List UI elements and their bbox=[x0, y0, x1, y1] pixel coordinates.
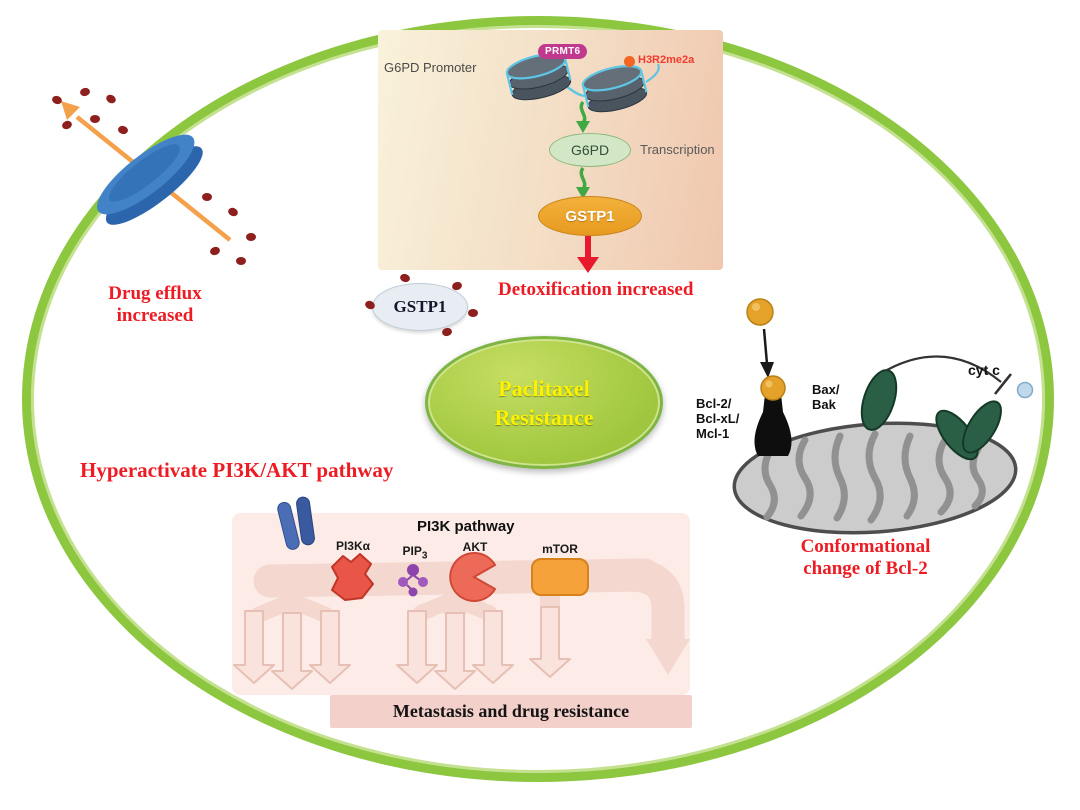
g6pd-promoter-label: G6PD Promoter bbox=[384, 60, 477, 75]
pi3k-pathway-panel: PI3K pathway PI3Kα PIP3 AKT mTOR bbox=[232, 513, 690, 695]
nucleosome-complex bbox=[505, 53, 660, 113]
gstp1-released-label: GSTP1 bbox=[393, 297, 447, 316]
transcription-panel: G6PD Promoter PRMT6 H3R2me2a bbox=[378, 30, 723, 273]
pip3-label-sub: 3 bbox=[421, 550, 428, 562]
gstp1-node-label: GSTP1 bbox=[565, 207, 615, 225]
detoxification-label: Detoxification increased bbox=[498, 279, 694, 300]
big-down-arrow-icon bbox=[646, 639, 690, 675]
mitochondrion-cristae bbox=[761, 430, 986, 524]
center-title-line1: Paclitaxel bbox=[498, 375, 590, 401]
pi3k-panel-title: PI3K pathway bbox=[417, 518, 515, 535]
bcl2-line2: Bcl-xL/ bbox=[696, 411, 740, 426]
transcription-label: Transcription bbox=[640, 142, 715, 157]
drug-ball-bound bbox=[760, 375, 786, 401]
gstp1-node: GSTP1 bbox=[538, 196, 642, 236]
binding-arrow-icon bbox=[760, 328, 774, 378]
outcome-bar: Metastasis and drug resistance bbox=[330, 695, 692, 728]
cell-membrane-ellipse bbox=[22, 16, 1054, 782]
mitochondria-group bbox=[732, 298, 1034, 535]
drug-ball-free bbox=[746, 298, 774, 326]
pip3-label-text: PIP bbox=[402, 544, 422, 558]
prmt6-badge: PRMT6 bbox=[538, 44, 588, 59]
bcl2-complex-label: Bcl-2/ Bcl-xL/ Mcl-1 bbox=[696, 396, 739, 441]
pi3k-pathway-graphic bbox=[233, 552, 690, 690]
outcome-label: Metastasis and drug resistance bbox=[392, 701, 630, 721]
akt-label: AKT bbox=[462, 540, 488, 554]
cytc-inhibition-arrow bbox=[886, 355, 1013, 395]
drug-efflux-label: Drug efflux increased bbox=[70, 283, 240, 327]
g6pd-node: G6PD bbox=[549, 133, 631, 167]
drug-dot bbox=[468, 309, 478, 317]
pi3ka-protein-icon bbox=[331, 553, 374, 601]
drug-dots-outside bbox=[52, 87, 128, 135]
conformational-line2: change of Bcl-2 bbox=[803, 557, 928, 579]
transcription-arrow-icon bbox=[576, 100, 590, 133]
receptor-icon bbox=[277, 496, 315, 550]
pip3-molecule-icon bbox=[398, 564, 428, 597]
h3r2me2a-label: H3R2me2a bbox=[638, 54, 695, 66]
drug-efflux-line2: increased bbox=[116, 304, 194, 326]
bax-line2: Bak bbox=[812, 397, 836, 412]
bcl2-conformer-pair bbox=[935, 400, 1002, 461]
detox-arrow-icon bbox=[577, 236, 599, 273]
pi3ka-label: PI3Kα bbox=[335, 539, 371, 553]
drug-efflux-line1: Drug efflux bbox=[108, 283, 202, 304]
h3r2me2a-mark-icon bbox=[624, 56, 635, 67]
hyperactivate-label: Hyperactivate PI3K/AKT pathway bbox=[80, 458, 394, 482]
bcl2-line1: Bcl-2/ bbox=[696, 396, 732, 411]
mtor-label: mTOR bbox=[542, 542, 578, 556]
bax-bak-label: Bax/ Bak bbox=[812, 382, 839, 412]
center-title-line2: Resistance bbox=[494, 404, 594, 430]
nucleosome-left bbox=[505, 53, 572, 101]
cytc-dot-icon bbox=[1016, 381, 1034, 399]
drug-efflux-group bbox=[52, 87, 256, 265]
conformational-label: Conformational change of Bcl-2 bbox=[758, 536, 973, 580]
nucleosome-right bbox=[581, 65, 648, 113]
akt-protein-icon bbox=[449, 552, 497, 602]
gstp1-released-bubble: GSTP1 bbox=[372, 283, 468, 331]
induction-arrow-icon bbox=[576, 166, 590, 199]
bcl2-channel-icon bbox=[754, 394, 792, 456]
bax-bak-protein bbox=[860, 369, 898, 431]
branch-arrows bbox=[233, 606, 571, 690]
paclitaxel-resistance-node: Paclitaxel Resistance bbox=[425, 336, 663, 469]
bax-line1: Bax/ bbox=[812, 382, 840, 397]
bcl2-line3: Mcl-1 bbox=[696, 426, 730, 441]
efflux-pump-icon bbox=[96, 134, 203, 225]
pip3-label: PIP3 bbox=[397, 544, 433, 561]
conformational-line1: Conformational bbox=[800, 536, 931, 557]
drug-dots-inside bbox=[202, 193, 256, 265]
mtor-protein-icon bbox=[531, 558, 589, 596]
g6pd-label: G6PD bbox=[570, 142, 610, 158]
cytc-label: cyt c bbox=[968, 362, 1000, 378]
